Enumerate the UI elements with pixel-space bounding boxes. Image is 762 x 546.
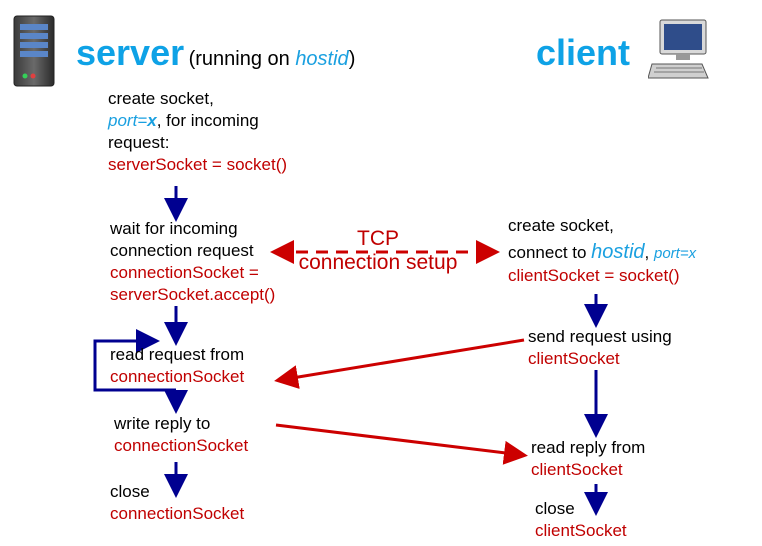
server-create-socket: create socket, port=x, for incoming requ… xyxy=(108,89,288,174)
request-arrow xyxy=(274,338,525,389)
client-title: client xyxy=(536,32,631,73)
server-title: server xyxy=(76,32,185,73)
reply-arrow xyxy=(275,423,528,465)
server-tower-icon xyxy=(13,15,55,87)
client-create-socket: create socket, connect to hostid, port=x… xyxy=(508,216,697,285)
tcp-setup-label: TCP connection setup xyxy=(298,227,458,274)
server-heading: server (running on hostid) xyxy=(76,32,355,74)
client-close: close clientSocket xyxy=(535,499,627,540)
desktop-computer-icon xyxy=(648,19,709,79)
client-read-reply: read reply from clientSocket xyxy=(531,438,646,479)
server-subtitle: (running on hostid) xyxy=(188,48,356,70)
server-wait-accept: wait for incoming connection request con… xyxy=(110,219,276,304)
server-read-request: read request from connectionSocket xyxy=(110,345,245,386)
server-loop xyxy=(93,329,176,392)
server-close: close connectionSocket xyxy=(110,482,245,523)
client-send-request: send request using clientSocket xyxy=(528,327,672,368)
server-write-reply: write reply to connectionSocket xyxy=(114,414,249,455)
